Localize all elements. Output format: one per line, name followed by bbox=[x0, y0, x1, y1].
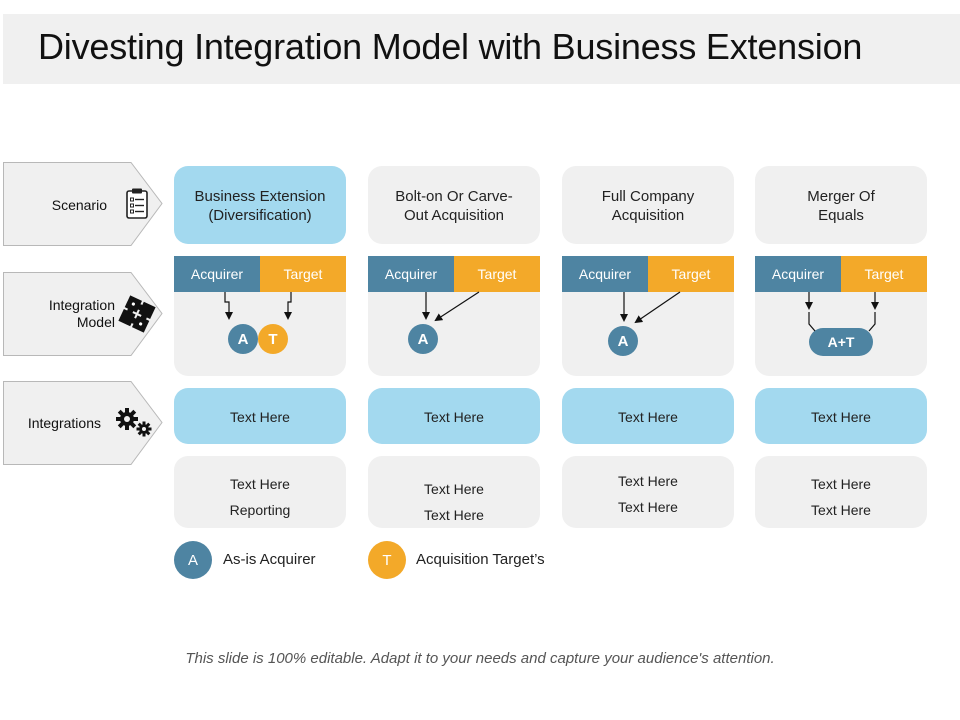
legend-acquirer-circle: A bbox=[174, 541, 212, 579]
model-header: Acquirer Target bbox=[755, 256, 927, 292]
integration-top-text: Text Here bbox=[424, 409, 484, 425]
model-header: Acquirer Target bbox=[174, 256, 346, 292]
target-label: Target bbox=[841, 256, 927, 292]
row-label-integrations: Integrations bbox=[3, 381, 163, 465]
target-label: Target bbox=[260, 256, 346, 292]
acquirer-circle: A bbox=[228, 324, 258, 354]
row-label-text: Integration Model bbox=[48, 297, 115, 330]
legend-target-circle: T bbox=[368, 541, 406, 579]
scenario-text: Business Extension(Diversification) bbox=[194, 188, 326, 224]
integration-top-card: Text Here bbox=[174, 388, 346, 444]
row-label-integration-model: Integration Model bbox=[3, 272, 163, 356]
model-header: Acquirer Target bbox=[562, 256, 734, 292]
integration-top-card: Text Here bbox=[368, 388, 540, 444]
integration-top-text: Text Here bbox=[230, 409, 290, 425]
integration-top-card: Text Here bbox=[562, 388, 734, 444]
legend-acquirer-label: As-is Acquirer bbox=[223, 551, 316, 568]
acquirer-label: Acquirer bbox=[755, 256, 841, 292]
legend-target-label: Acquisition Target’s bbox=[416, 551, 545, 568]
acquirer-label: Acquirer bbox=[562, 256, 648, 292]
model-header: Acquirer Target bbox=[368, 256, 540, 292]
scenario-card: Bolt-on Or Carve-Out Acquisition bbox=[368, 166, 540, 244]
acquirer-label: Acquirer bbox=[368, 256, 454, 292]
row-label-text: Integrations bbox=[27, 415, 101, 431]
acquirer-label: Acquirer bbox=[174, 256, 260, 292]
merged-pill: A+T bbox=[809, 328, 873, 356]
row-label-scenario: Scenario bbox=[3, 162, 163, 246]
target-circle: T bbox=[258, 324, 288, 354]
scenario-text: Bolt-on Or Carve-Out Acquisition bbox=[395, 188, 513, 224]
page-title: Divesting Integration Model with Busines… bbox=[38, 26, 863, 67]
target-label: Target bbox=[454, 256, 540, 292]
target-label: Target bbox=[648, 256, 734, 292]
footer-note: This slide is 100% editable. Adapt it to… bbox=[185, 650, 775, 667]
title-bar bbox=[3, 14, 960, 84]
integration-top-text: Text Here bbox=[618, 409, 678, 425]
scenario-card: Business Extension(Diversification) bbox=[174, 166, 346, 244]
acquirer-circle: A bbox=[408, 324, 438, 354]
row-label-text: Scenario bbox=[51, 197, 107, 213]
acquirer-circle: A bbox=[608, 326, 638, 356]
integration-top-text: Text Here bbox=[811, 409, 871, 425]
integration-top-card: Text Here bbox=[755, 388, 927, 444]
